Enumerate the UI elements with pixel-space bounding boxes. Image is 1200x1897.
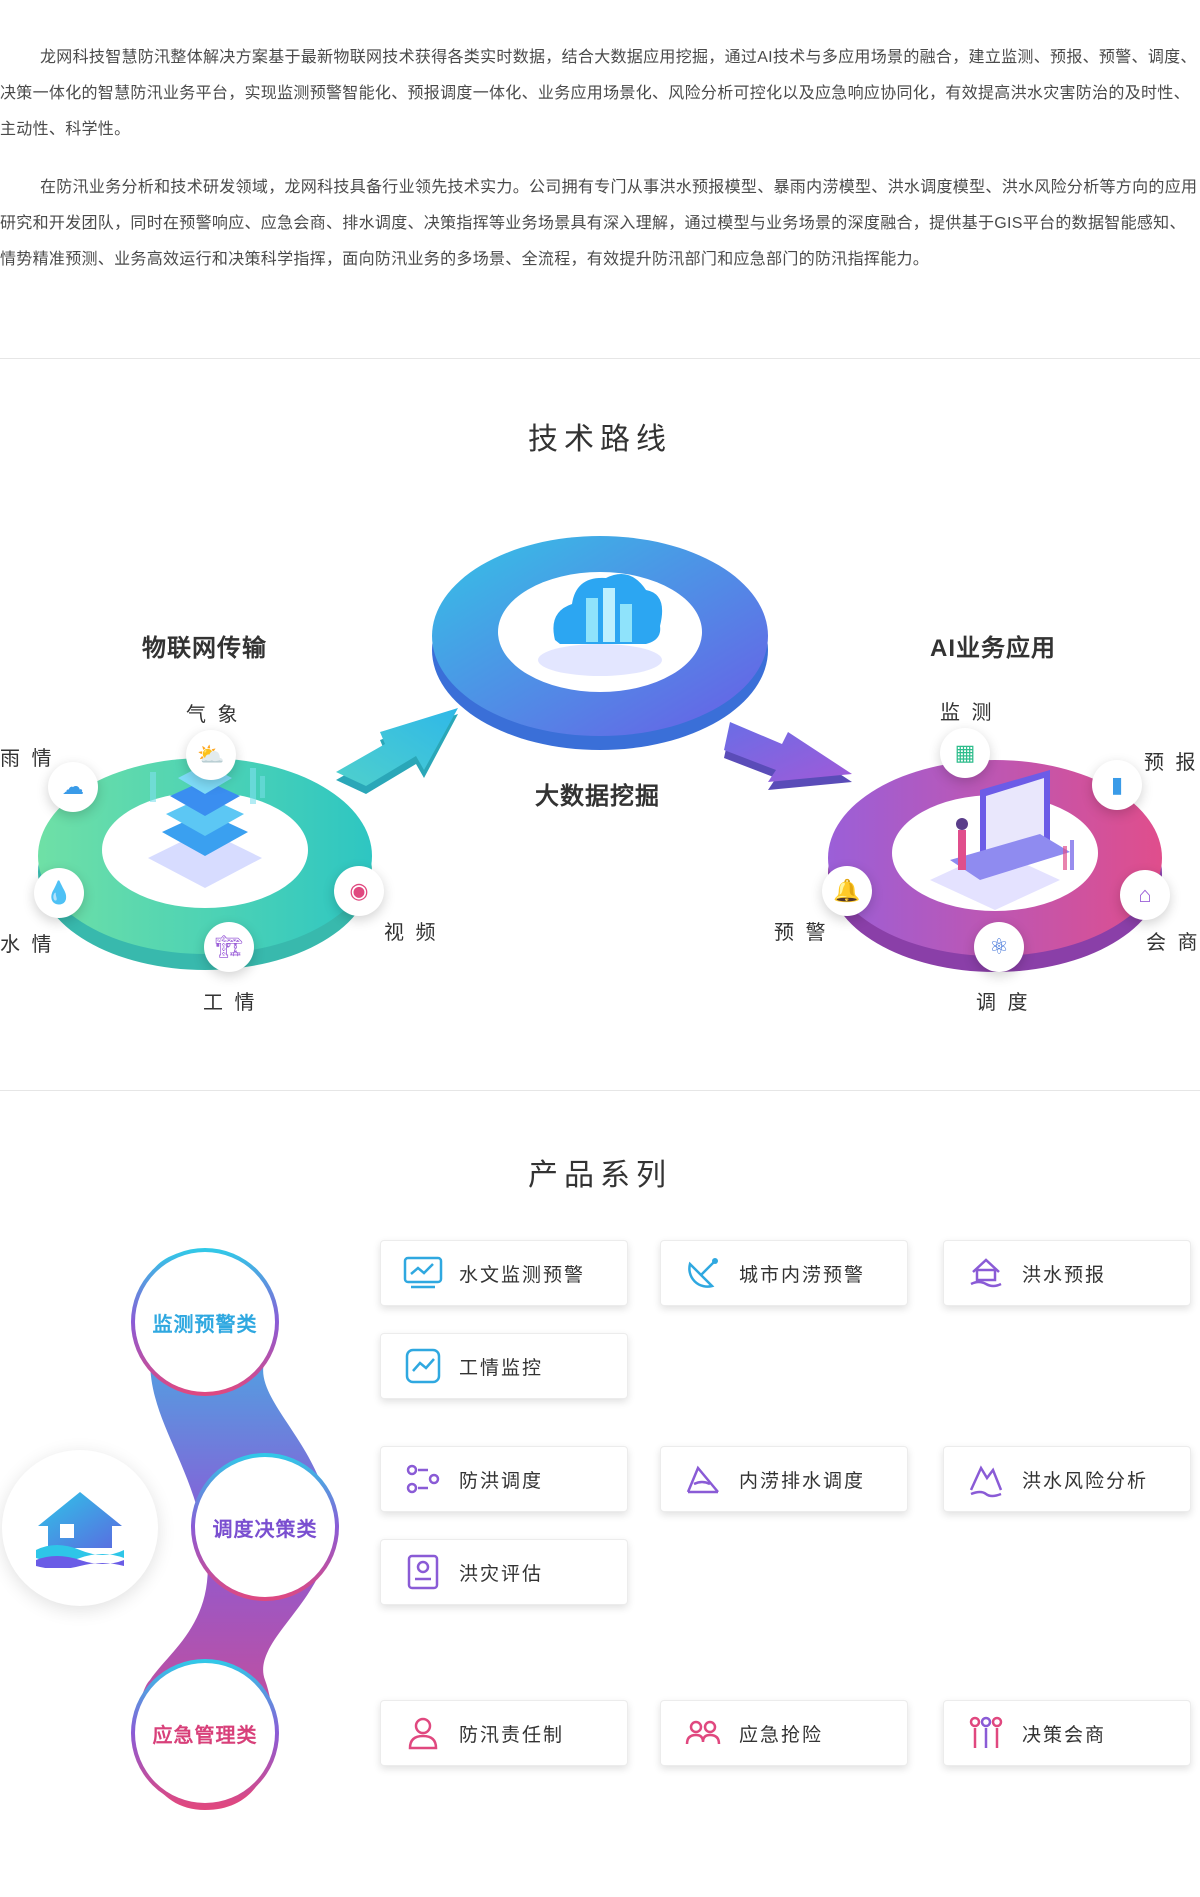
weather-icon: ⛅ (197, 742, 225, 767)
divider-2 (0, 1090, 1200, 1091)
product-card-label: 防汛责任制 (459, 1724, 565, 1746)
product-card-label: 洪水预报 (1022, 1264, 1107, 1286)
ai-label-dispatch: 调 度 (976, 992, 1031, 1014)
bigdata-ring (432, 536, 768, 750)
bigdata-title: 大数据挖掘 (535, 783, 660, 810)
report-doc-icon (403, 1552, 443, 1592)
product-card-disaster-assessment[interactable]: 洪灾评估 (380, 1539, 628, 1605)
product-card-flood-dispatch[interactable]: 防洪调度 (380, 1446, 628, 1512)
iot-label-video: 视 频 (384, 922, 439, 944)
ai-label-monitor: 监 测 (940, 702, 995, 724)
product-card-label: 洪水风险分析 (1022, 1470, 1149, 1492)
tech-route-title: 技术路线 (528, 423, 672, 456)
product-card-flood-forecast[interactable]: 洪水预报 (943, 1240, 1191, 1306)
products-title: 产品系列 (528, 1159, 672, 1192)
divider-1 (0, 358, 1200, 359)
monitor-node[interactable]: ▦ (940, 728, 990, 778)
rain-cloud-icon: ☁ (62, 774, 84, 799)
warning-node[interactable]: 🔔 (822, 866, 872, 916)
weather-node[interactable]: ⛅ (186, 730, 236, 780)
hydrology-monitor-icon (403, 1253, 443, 1293)
water-node[interactable]: 💧 (34, 868, 84, 918)
intro-paragraph-1: 龙网科技智慧防汛整体解决方案基于最新物联网技术获得各类实时数据，结合大数据应用挖… (0, 49, 1197, 138)
camera-icon: ◉ (349, 878, 369, 903)
rain-node[interactable]: ☁ (48, 762, 98, 812)
intro-paragraph-2: 在防汛业务分析和技术研发领域，龙网科技具备行业领先技术实力。公司拥有专门从事洪水… (0, 179, 1198, 268)
ai-label-warning: 预 警 (774, 922, 829, 944)
product-card-label: 洪灾评估 (459, 1563, 544, 1585)
video-node[interactable]: ◉ (334, 866, 384, 916)
team-icon (683, 1713, 723, 1753)
product-card-drainage-dispatch[interactable]: 内涝排水调度 (660, 1446, 908, 1512)
consult-node[interactable]: ⌂ (1120, 870, 1170, 920)
iot-label-weather: 气 象 (186, 704, 241, 726)
ai-label-forecast: 预 报 (1144, 752, 1199, 774)
iot-label-water: 水 情 (0, 934, 55, 956)
category-dispatch[interactable]: 调度决策类 (195, 1457, 335, 1597)
iot-title: 物联网传输 (142, 635, 267, 662)
ai-label-consult: 会 商 (1146, 932, 1200, 954)
product-card-label: 城市内涝预警 (739, 1264, 866, 1286)
iot-label-rain: 雨 情 (0, 748, 55, 770)
meeting-icon (966, 1713, 1006, 1753)
water-drop-icon: 💧 (45, 880, 73, 905)
category-emergency[interactable]: 应急管理类 (135, 1663, 275, 1803)
work-node[interactable]: 🏗 (204, 922, 254, 972)
product-card-label: 水文监测预警 (459, 1264, 586, 1286)
flood-house-icon (966, 1253, 1006, 1293)
arrow-iot-to-bigdata (336, 708, 458, 794)
product-card-label: 防洪调度 (459, 1470, 544, 1492)
trend-chart-icon (403, 1346, 443, 1386)
category-monitoring[interactable]: 监测预警类 (135, 1252, 275, 1392)
person-card-icon (403, 1713, 443, 1753)
dispatch-node[interactable]: ⚛ (974, 922, 1024, 972)
product-card-decision-consult[interactable]: 决策会商 (943, 1700, 1191, 1766)
house-logo-circle (2, 1450, 158, 1606)
product-card-responsibility[interactable]: 防汛责任制 (380, 1700, 628, 1766)
arrow-bigdata-to-ai (724, 722, 852, 790)
product-card-label: 决策会商 (1022, 1724, 1107, 1746)
drain-icon (683, 1459, 723, 1499)
bar-chart-icon: ▮ (1110, 772, 1124, 797)
product-card-label: 工情监控 (459, 1357, 544, 1379)
product-card-label: 应急抢险 (739, 1724, 824, 1746)
satellite-dish-icon (683, 1253, 723, 1293)
monitor-screen-icon: ▦ (954, 740, 976, 765)
ai-title: AI业务应用 (930, 635, 1056, 662)
network-icon: ⚛ (989, 934, 1009, 959)
product-card-label: 内涝排水调度 (739, 1470, 866, 1492)
forecast-node[interactable]: ▮ (1092, 760, 1142, 810)
crane-icon: 🏗 (215, 934, 243, 959)
risk-analysis-icon (966, 1459, 1006, 1499)
product-card-urban-waterlogging[interactable]: 城市内涝预警 (660, 1240, 908, 1306)
bell-icon: 🔔 (833, 878, 861, 903)
product-card-emergency-rescue[interactable]: 应急抢险 (660, 1700, 908, 1766)
product-card-work-monitor[interactable]: 工情监控 (380, 1333, 628, 1399)
intro-text: 龙网科技智慧防汛整体解决方案基于最新物联网技术获得各类实时数据，结合大数据应用挖… (0, 40, 1200, 278)
product-card-hydrology[interactable]: 水文监测预警 (380, 1240, 628, 1306)
iot-label-work: 工 情 (203, 992, 258, 1014)
flow-dispatch-icon (403, 1459, 443, 1499)
meeting-table-icon: ⌂ (1138, 882, 1152, 907)
flood-house-logo-icon (36, 1492, 124, 1568)
product-card-flood-risk[interactable]: 洪水风险分析 (943, 1446, 1191, 1512)
